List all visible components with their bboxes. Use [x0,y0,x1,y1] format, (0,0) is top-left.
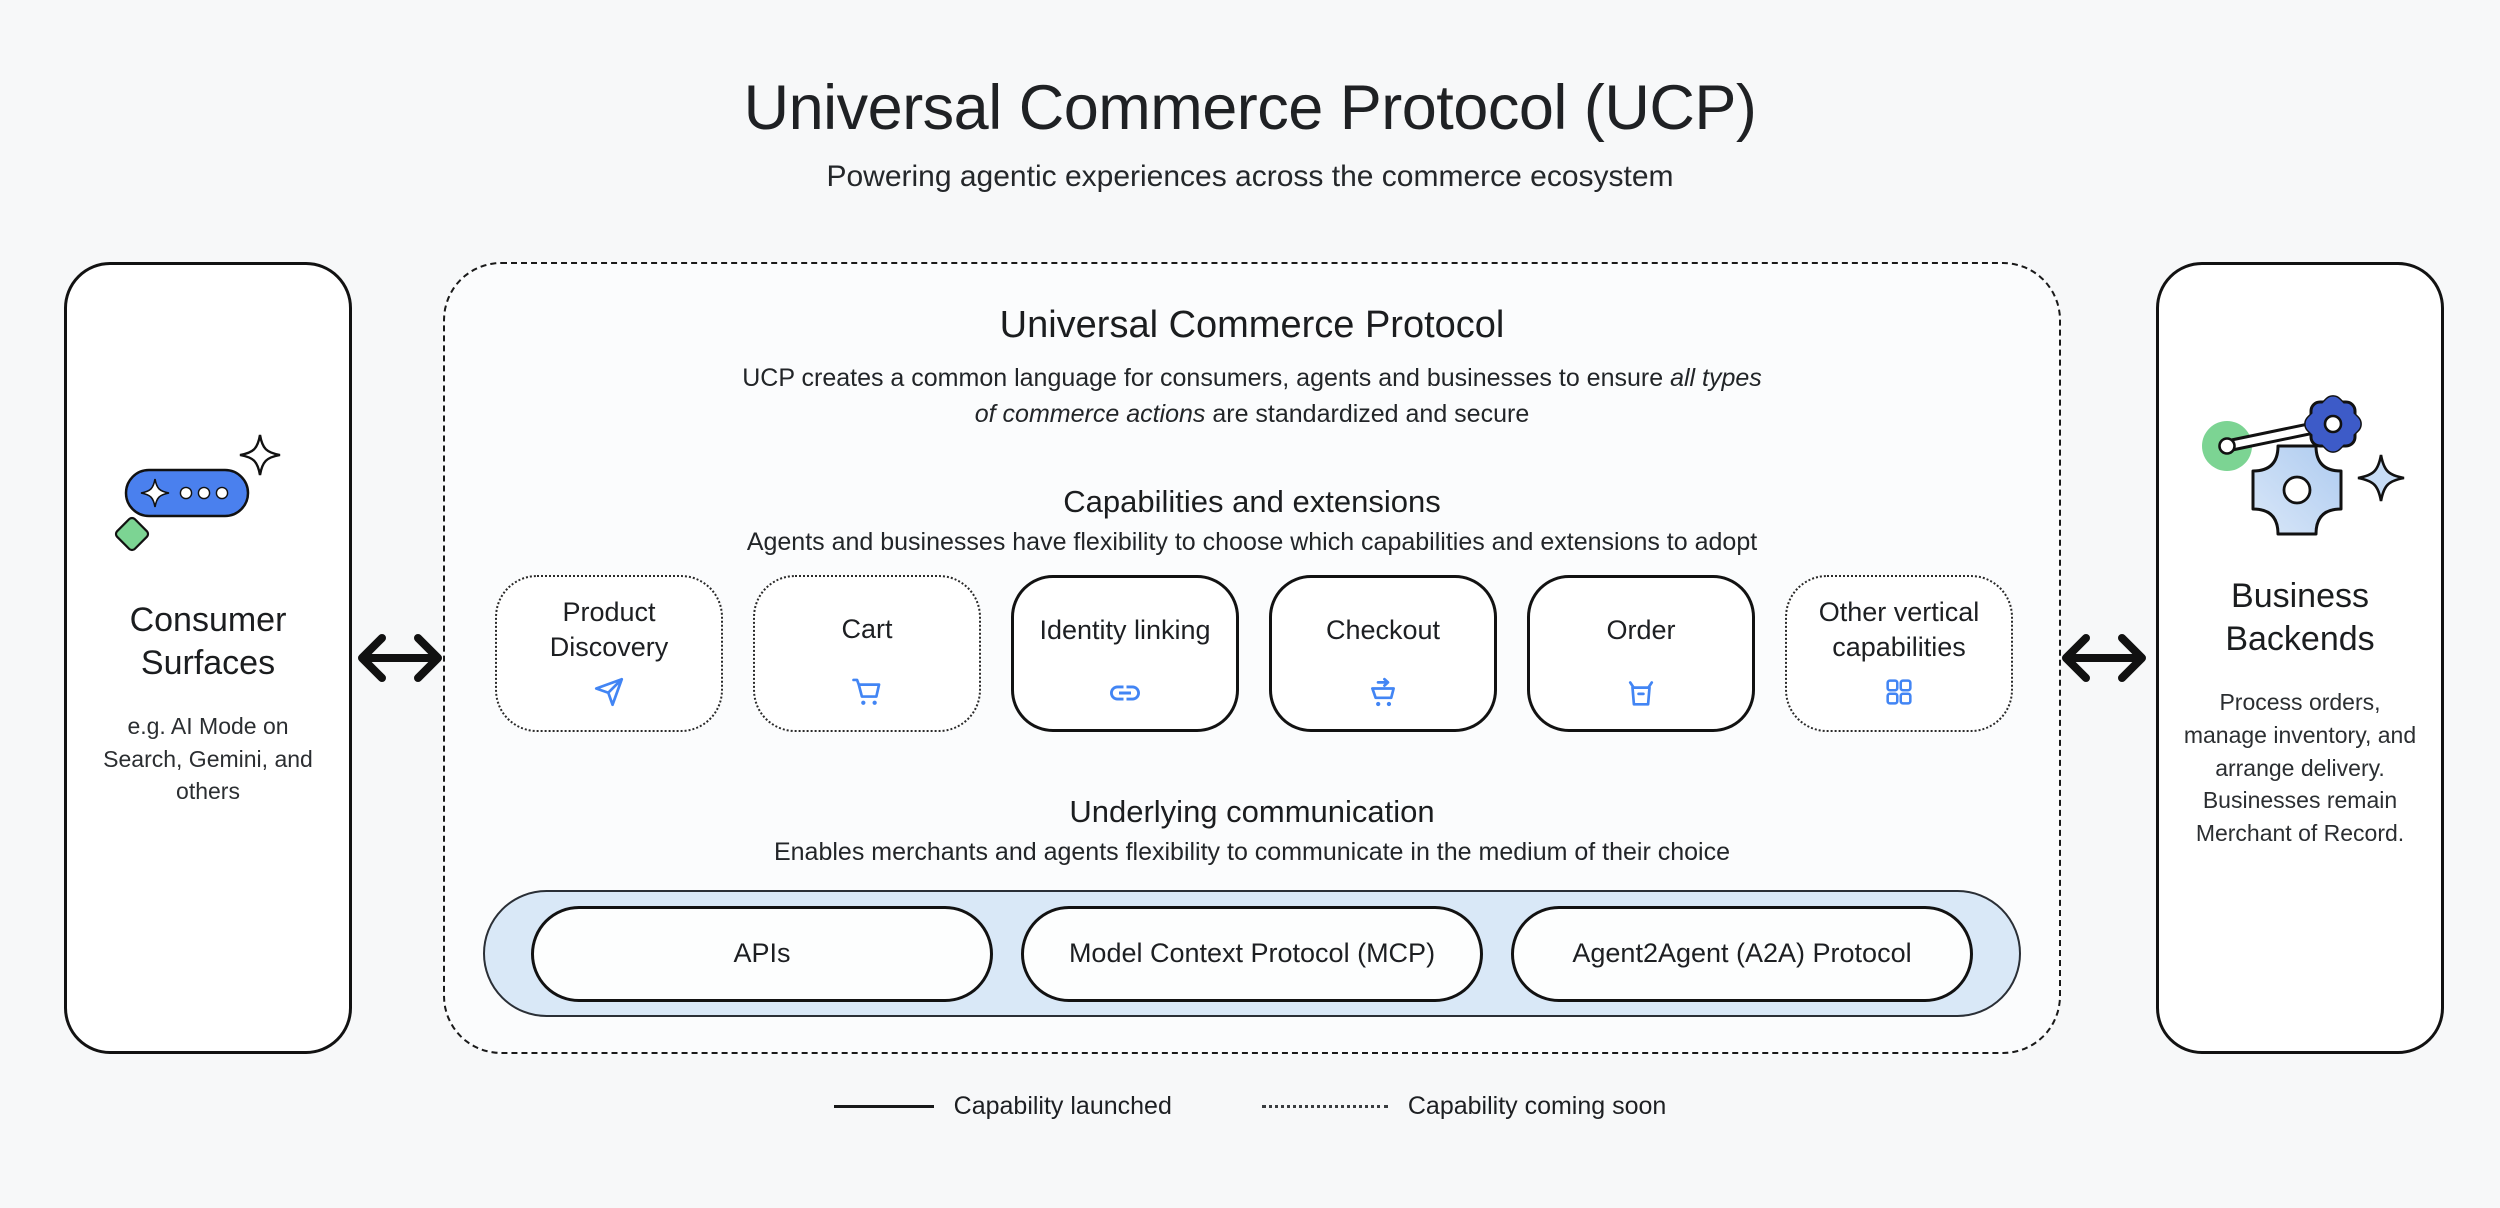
bidirectional-arrow-right [2058,626,2150,690]
communication-subheading: Enables merchants and agents flexibility… [773,838,1731,866]
cart-icon [850,673,884,711]
capability-label: Product Discovery [549,596,669,662]
protocol-apis: APIs [531,905,993,1002]
bidirectional-arrow-left [354,626,446,690]
solid-line-swatch [833,1105,934,1108]
capability-label: Cart [841,614,893,645]
legend-item-launched: Capability launched [833,1092,1172,1121]
ucp-description: UCP creates a common language for consum… [737,360,1767,433]
send-icon [592,673,626,711]
page-title: Universal Commerce Protocol (UCP) [743,73,1757,143]
ucp-container: Universal Commerce Protocol UCP creates … [443,262,2061,1054]
capabilities-row: Product Discovery Cart Identity linking [487,575,2021,732]
legend-coming-soon-label: Capability coming soon [1407,1092,1667,1120]
business-panel-title: Business Backends [2225,577,2375,658]
ucp-description-prefix: UCP creates a common language for consum… [742,364,1671,392]
capability-product-discovery: Product Discovery [495,575,723,732]
link-icon [1107,674,1143,712]
consumer-surfaces-panel: Consumer Surfaces e.g. AI Mode on Search… [64,262,352,1054]
ucp-description-suffix: are standardized and secure [1205,400,1530,429]
capabilities-subheading: Agents and businesses have flexibility t… [746,528,1758,556]
business-backends-panel: Business Backends Process orders, manage… [2156,262,2444,1054]
capability-label: Checkout [1325,615,1441,646]
capabilities-heading: Capabilities and extensions [1063,484,1441,519]
capability-label: Other vertical capabilities [1818,596,1980,662]
communication-heading: Underlying communication [1069,794,1435,829]
capability-identity-linking: Identity linking [1011,575,1239,732]
dotted-line-swatch [1261,1105,1388,1108]
legend-launched-label: Capability launched [953,1092,1172,1120]
gears-automation-icon [2185,386,2415,541]
protocol-a2a: Agent2Agent (A2A) Protocol [1511,905,1973,1002]
grid-icon [1883,673,1915,711]
cart-checkout-icon [1366,674,1400,712]
ai-chat-pill-icon [98,428,318,565]
capability-order: Order [1527,575,1755,732]
protocols-container: APIs Model Context Protocol (MCP) Agent2… [483,890,2021,1017]
protocol-mcp: Model Context Protocol (MCP) [1021,905,1483,1002]
capability-checkout: Checkout [1269,575,1497,732]
capability-label: Order [1606,615,1676,646]
page-subtitle: Powering agentic experiences across the … [826,160,1674,193]
consumer-panel-description: e.g. AI Mode on Search, Gemini, and othe… [103,713,313,805]
capability-label: Identity linking [1039,615,1211,646]
capability-other-vertical: Other vertical capabilities [1785,575,2013,732]
ucp-description-italic: all types of commerce actions [974,364,1762,429]
consumer-panel-title: Consumer Surfaces [129,601,287,682]
business-panel-description: Process orders, manage inventory, and ar… [2183,689,2417,846]
legend-item-coming-soon: Capability coming soon [1261,1092,1667,1121]
legend: Capability launched Capability coming so… [0,1092,2500,1121]
ucp-title: Universal Commerce Protocol [999,304,1505,346]
capability-cart: Cart [753,575,981,732]
order-box-icon [1624,674,1658,712]
